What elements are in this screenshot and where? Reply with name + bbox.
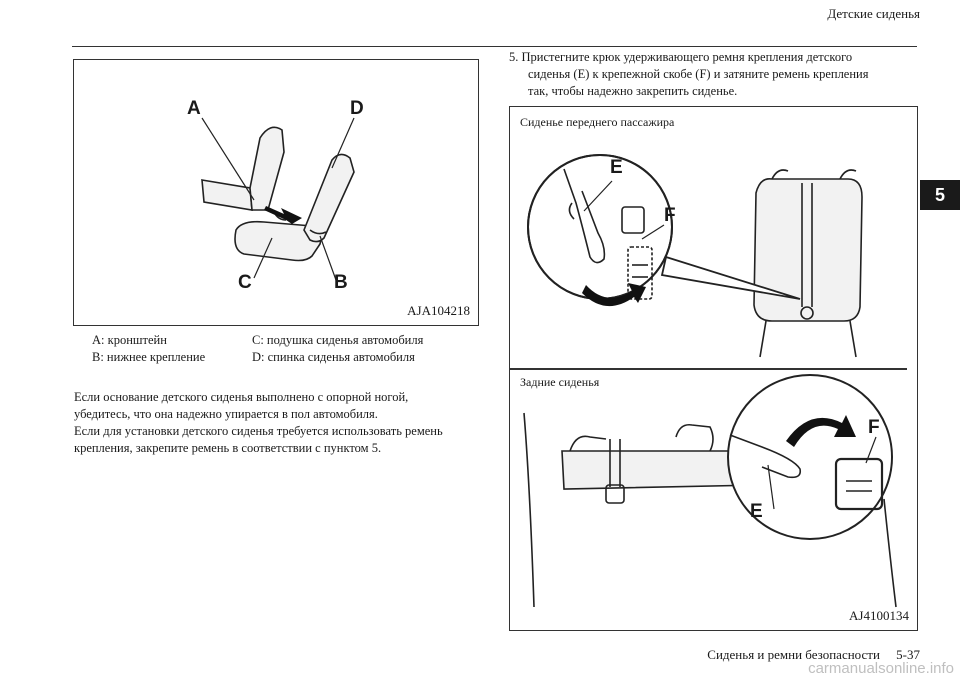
legend-a: A: кронштейн: [92, 333, 167, 347]
footer-section-page: Сиденья и ремни безопасности 5-37: [707, 647, 920, 662]
label-d: D: [350, 98, 364, 119]
step-line: 5. Пристегните крюк удерживающего ремня …: [509, 50, 853, 64]
body-paragraph: Если основание детского сиденья выполнен…: [74, 389, 494, 457]
seat-anchor-illustration: [201, 117, 355, 281]
body-line: Если для установки детского сиденья треб…: [74, 424, 443, 438]
header-rule: [72, 46, 917, 47]
label-b: B: [334, 272, 348, 293]
figure2-code: AJ4100134: [849, 608, 909, 623]
label-e-bottom: E: [750, 501, 763, 522]
body-line: крепления, закрепите ремень в соответств…: [74, 441, 382, 455]
label-f-top: F: [664, 205, 676, 226]
body-line: Если основание детского сиденья выполнен…: [74, 390, 409, 404]
section-title: Детские сиденья: [827, 6, 920, 21]
step-line: так, чтобы надежно закрепить сиденье.: [528, 84, 738, 98]
step-5-text: 5. Пристегните крюк удерживающего ремня …: [509, 49, 919, 100]
label-c: C: [238, 272, 252, 293]
step-line: сиденья (E) к крепежной скобе (F) и затя…: [528, 67, 869, 81]
caption-front-passenger: Сиденье переднего пассажира: [520, 115, 675, 129]
chapter-tab: 5: [920, 180, 960, 210]
label-f-bottom: F: [868, 417, 880, 438]
label-e-top: E: [610, 157, 623, 178]
legend-d: D: спинка сиденья автомобиля: [252, 350, 415, 364]
label-a: A: [187, 98, 201, 119]
legend-b: B: нижнее крепление: [92, 350, 206, 364]
figure1-code: AJA104218: [407, 303, 470, 318]
body-line: убедитесь, что она надежно упирается в п…: [74, 407, 378, 421]
watermark: carmanualsonline.info: [808, 660, 954, 677]
legend-c: C: подушка сиденья автомобиля: [252, 333, 424, 347]
caption-rear-seats: Задние сиденья: [520, 375, 600, 389]
figure-tether-anchor: Сиденье переднего пассажира Задние сиден…: [509, 106, 918, 631]
figure-child-seat-anchors: A D C B AJA104218: [73, 59, 479, 326]
tether-illustration: [510, 154, 907, 608]
